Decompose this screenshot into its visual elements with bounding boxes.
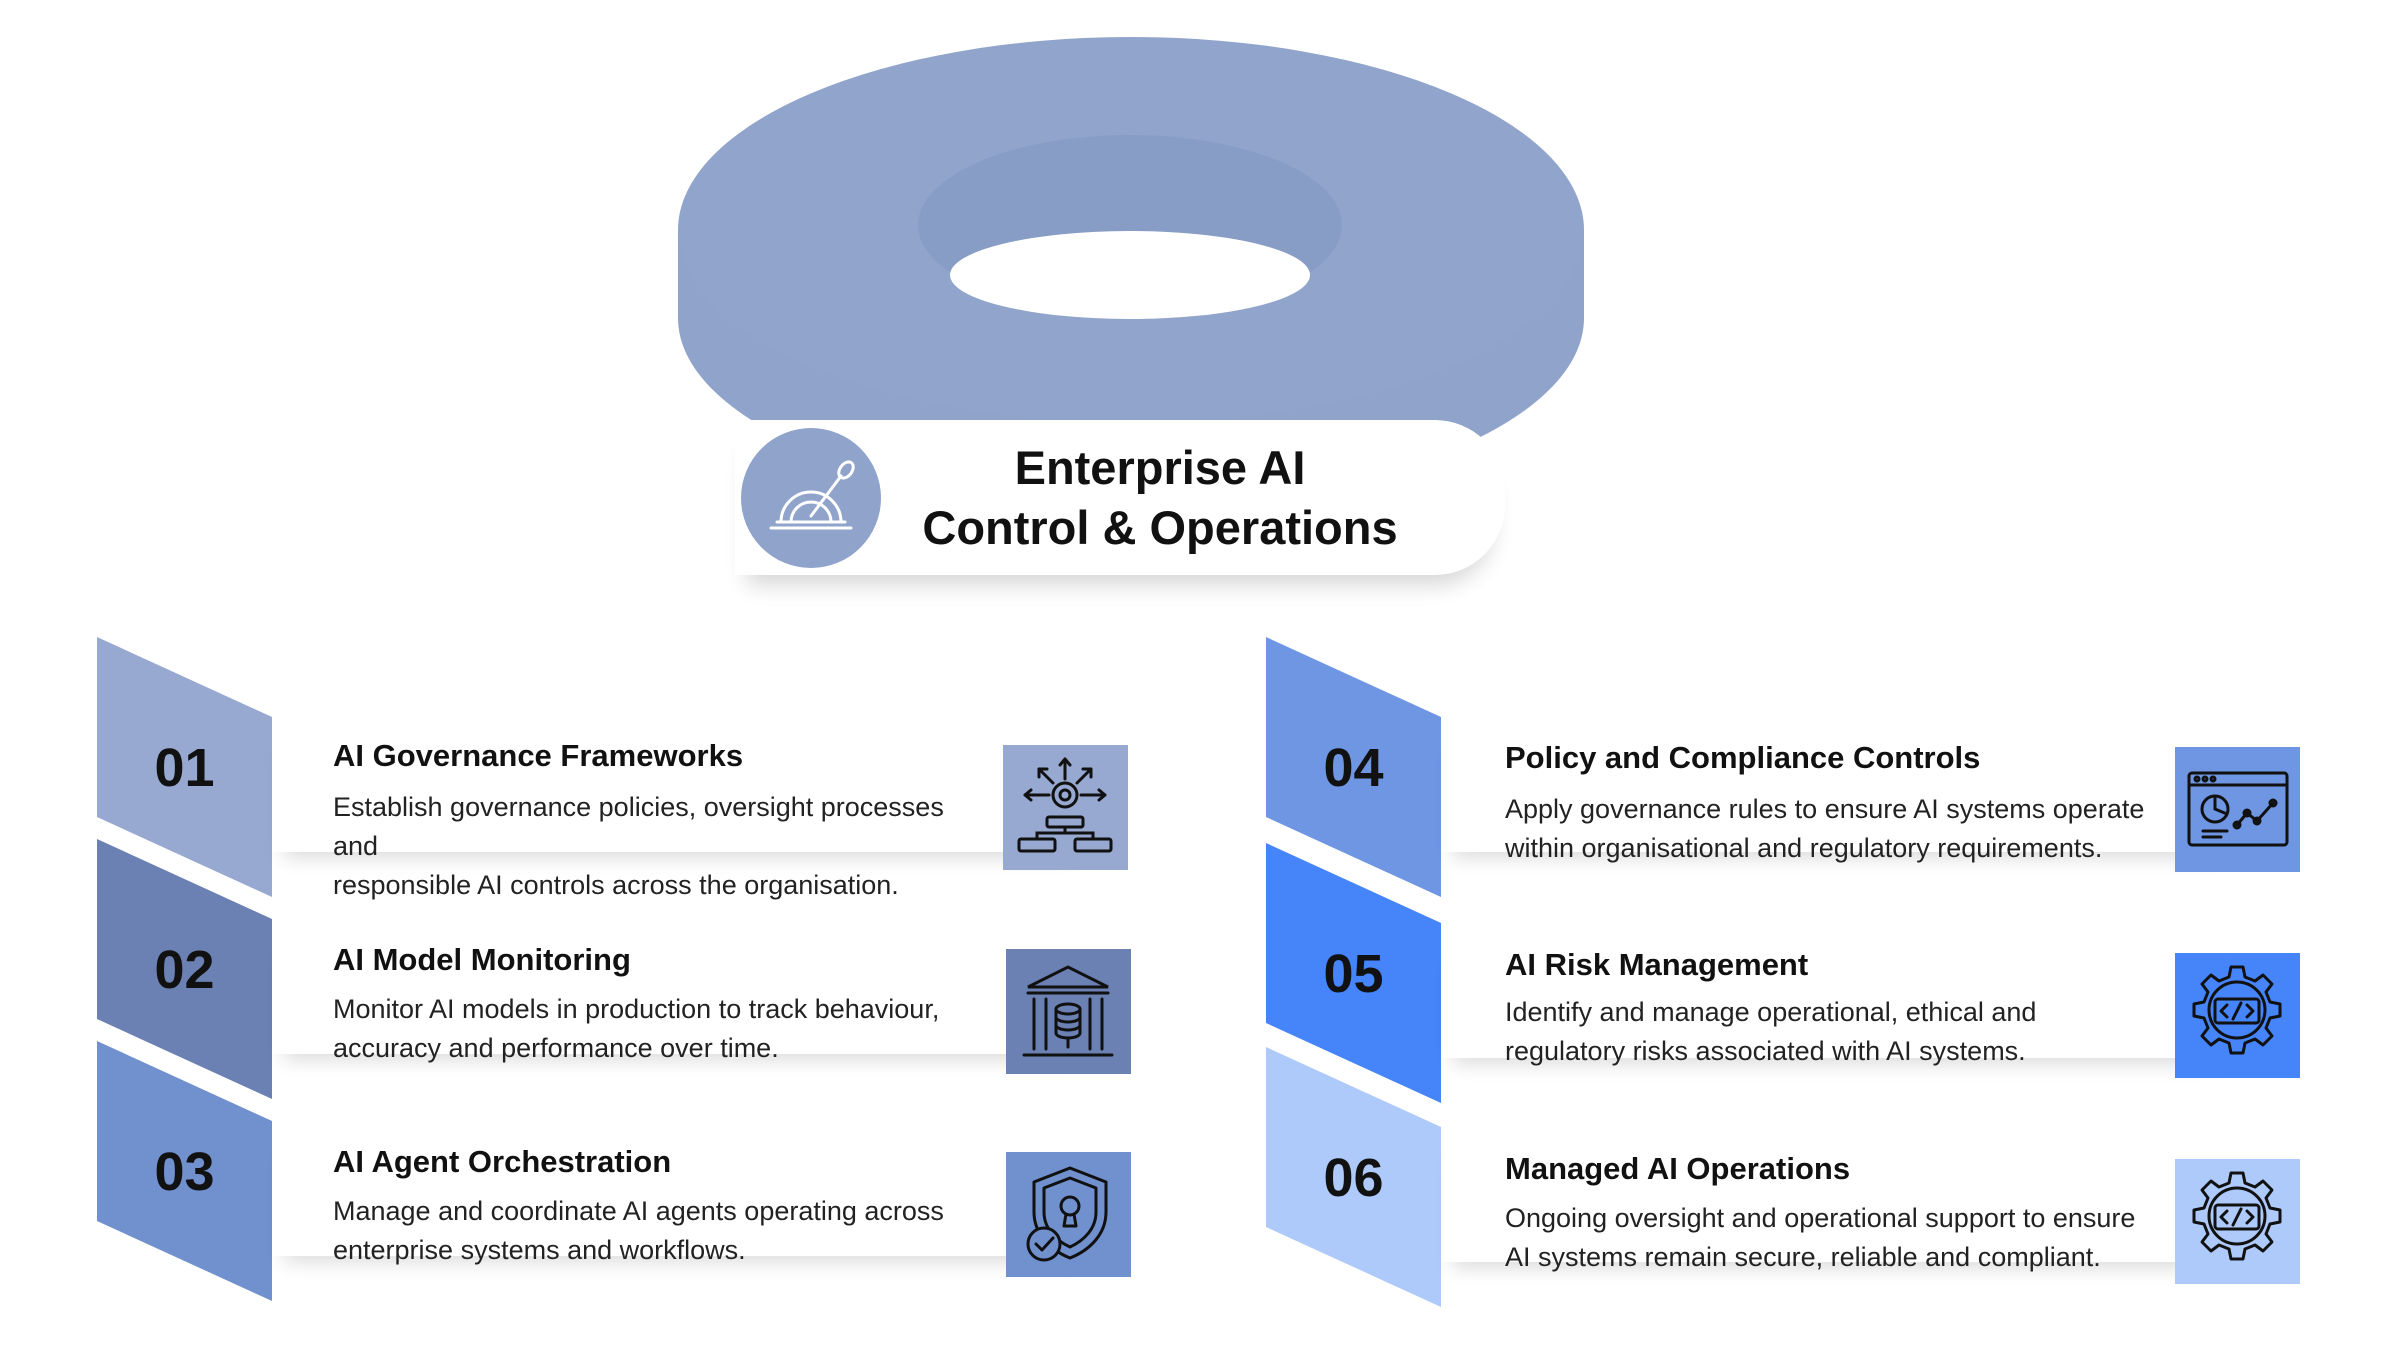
step-01-number: 01 (154, 738, 215, 798)
step-01-description: Establish governance policies, oversight… (333, 788, 993, 905)
step-05-icon-box (2175, 953, 2300, 1078)
step-02-description-line-1: Monitor AI models in production to track… (333, 994, 940, 1024)
step-02-icon-box (1006, 949, 1131, 1074)
step-02-number: 02 (154, 940, 215, 1000)
shield-lock-icon (1026, 1166, 1108, 1262)
step-05: 05 (1266, 843, 2346, 1103)
step-01-description-line-2: responsible AI controls across the organ… (333, 870, 899, 900)
step-01-title: AI Governance Frameworks (333, 738, 744, 773)
step-03-description: Manage and coordinate AI agents operatin… (333, 1192, 993, 1270)
step-05-title: AI Risk Management (1505, 947, 1809, 982)
step-02-description-line-2: accuracy and performance over time. (333, 1033, 779, 1063)
step-03-description-line-1: Manage and coordinate AI agents operatin… (333, 1196, 944, 1226)
step-06: 06 (1266, 1047, 2346, 1307)
step-06-ribbon (1266, 1047, 1441, 1307)
step-02: 02 (97, 839, 1177, 1099)
step-06-icon-box (2175, 1159, 2300, 1284)
code-gear-icon (2192, 965, 2282, 1055)
step-05-ribbon (1266, 843, 1441, 1103)
step-04-description-line-1: Apply governance rules to ensure AI syst… (1505, 794, 2145, 824)
step-06-description-line-2: AI systems remain secure, reliable and c… (1505, 1242, 2101, 1272)
step-03-icon-box (1006, 1152, 1131, 1277)
step-03-description-line-2: enterprise systems and workflows. (333, 1235, 746, 1265)
step-03-card (272, 1126, 1087, 1256)
step-01-card (272, 722, 1082, 852)
step-06-card (1441, 1132, 2231, 1262)
step-02-title: AI Model Monitoring (333, 942, 631, 977)
page-title: Enterprise AI Control & Operations (880, 438, 1440, 558)
step-02-card (272, 924, 1087, 1054)
ring-graphic (678, 37, 1584, 505)
step-04-description: Apply governance rules to ensure AI syst… (1505, 790, 2165, 868)
governance-network-icon (1017, 757, 1113, 853)
step-01-ribbon (97, 637, 272, 897)
step-04-card (1441, 722, 2231, 852)
step-03: 03 (97, 1041, 1177, 1301)
step-02-description: Monitor AI models in production to track… (333, 990, 993, 1068)
page-title-line-1: Enterprise AI (1014, 441, 1306, 494)
step-01-icon-box (1003, 745, 1128, 870)
step-06-title: Managed AI Operations (1505, 1151, 1851, 1186)
step-05-number: 05 (1323, 944, 1384, 1004)
analytics-dashboard-icon (2187, 771, 2289, 847)
step-01-description-line-1: Establish governance policies, oversight… (333, 792, 944, 861)
step-06-number: 06 (1323, 1148, 1384, 1208)
step-04-title: Policy and Compliance Controls (1505, 740, 1981, 775)
data-building-icon (1022, 965, 1114, 1057)
control-lever-icon (741, 428, 881, 568)
step-04-ribbon (1266, 637, 1441, 897)
ring-inner-wall (918, 135, 1342, 315)
step-05-description: Identify and manage operational, ethical… (1505, 993, 2165, 1071)
step-03-title: AI Agent Orchestration (333, 1144, 672, 1179)
step-05-card (1441, 928, 2231, 1058)
step-05-description-line-1: Identify and manage operational, ethical… (1505, 997, 2037, 1027)
step-03-number: 03 (154, 1142, 215, 1202)
step-04-icon-box (2175, 747, 2300, 872)
step-01: 01 (97, 637, 1177, 897)
page-title-line-2: Control & Operations (922, 501, 1398, 554)
step-04-number: 04 (1323, 738, 1384, 798)
step-04: 04 (1266, 637, 2346, 897)
step-05-description-line-2: regulatory risks associated with AI syst… (1505, 1036, 2026, 1066)
step-02-ribbon (97, 839, 272, 1099)
step-06-description-line-1: Ongoing oversight and operational suppor… (1505, 1203, 2136, 1233)
code-gear-icon (2192, 1171, 2282, 1261)
step-03-ribbon (97, 1041, 272, 1301)
step-04-description-line-2: within organisational and regulatory req… (1505, 833, 2103, 863)
step-06-description: Ongoing oversight and operational suppor… (1505, 1199, 2165, 1277)
